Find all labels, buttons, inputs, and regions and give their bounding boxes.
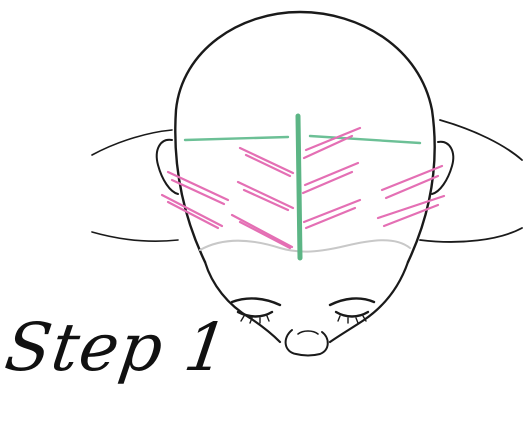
center-part-line <box>298 116 300 258</box>
left-shoulder-upper-line <box>92 130 172 155</box>
step-caption: Step 1 <box>1 315 232 381</box>
right-eyebrow <box>330 298 374 305</box>
left-shoulder-lower-line <box>92 232 178 241</box>
left-eyebrow <box>232 298 280 305</box>
pink-stroke-marks <box>162 128 444 248</box>
hairline <box>200 240 410 251</box>
right-shoulder-lower-line <box>420 228 522 242</box>
head-outline <box>175 12 434 262</box>
nose <box>286 330 328 356</box>
nose-bridge <box>298 331 318 334</box>
right-jaw-line <box>330 262 408 342</box>
left-guide-line <box>185 137 288 140</box>
